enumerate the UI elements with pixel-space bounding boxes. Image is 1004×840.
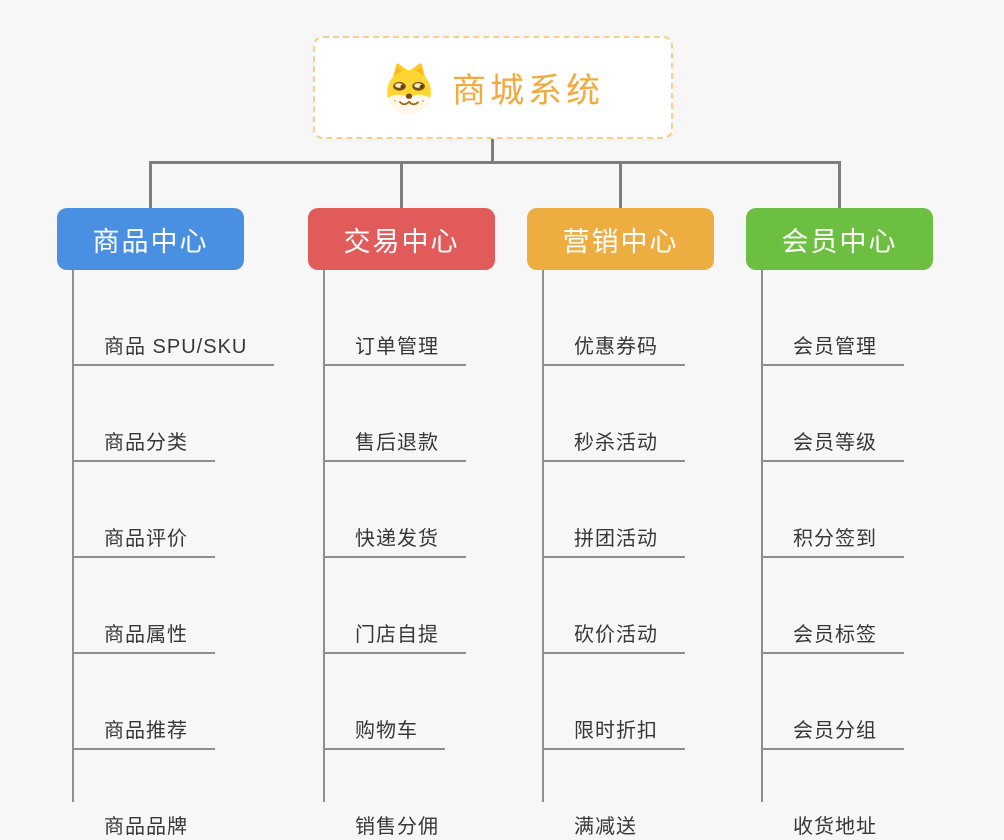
- doge-icon: [387, 62, 431, 114]
- leaf-node[interactable]: 快递发货: [323, 462, 466, 558]
- leaf-node[interactable]: 满减送: [542, 750, 664, 840]
- leaf-node[interactable]: 售后退款: [323, 366, 466, 462]
- leaf-node[interactable]: 商品属性: [72, 558, 215, 654]
- branch-node-product-center[interactable]: 商品中心: [57, 208, 244, 270]
- leaf-node[interactable]: 秒杀活动: [542, 366, 685, 462]
- branch-node-trade-center[interactable]: 交易中心: [308, 208, 495, 270]
- branch-node-member-center[interactable]: 会员中心: [746, 208, 933, 270]
- leaf-column-trade: 订单管理 售后退款 快递发货 门店自提 购物车 销售分佣: [323, 270, 573, 840]
- leaf-node[interactable]: 门店自提: [323, 558, 466, 654]
- connector-drop-marketing: [619, 161, 622, 210]
- leaf-node[interactable]: 商品 SPU/SKU: [72, 270, 275, 366]
- trunk-line: [72, 270, 74, 802]
- leaf-node[interactable]: 购物车: [323, 654, 445, 750]
- root-node[interactable]: 商城系统: [313, 36, 673, 139]
- trunk-line: [542, 270, 544, 802]
- connector-horizontal-bar: [149, 161, 841, 164]
- leaf-node[interactable]: 收货地址: [761, 750, 904, 840]
- trunk-line: [323, 270, 325, 802]
- leaf-node[interactable]: 限时折扣: [542, 654, 685, 750]
- leaf-node[interactable]: 销售分佣: [323, 750, 466, 840]
- leaf-node[interactable]: 商品分类: [72, 366, 215, 462]
- branch-label: 商品中心: [92, 226, 209, 257]
- leaf-node[interactable]: 积分签到: [761, 462, 904, 558]
- connector-drop-member: [838, 161, 841, 210]
- leaf-node[interactable]: 订单管理: [323, 270, 466, 366]
- leaf-node[interactable]: 会员等级: [761, 366, 904, 462]
- leaf-node[interactable]: 砍价活动: [542, 558, 685, 654]
- leaf-node[interactable]: 拼团活动: [542, 462, 685, 558]
- connector-drop-product: [149, 161, 152, 210]
- leaf-node[interactable]: 会员标签: [761, 558, 904, 654]
- leaf-column-product: 商品 SPU/SKU 商品分类 商品评价 商品属性 商品推荐 商品品牌: [72, 270, 322, 840]
- trunk-line: [761, 270, 763, 802]
- leaf-node[interactable]: 优惠券码: [542, 270, 685, 366]
- leaf-node[interactable]: 商品推荐: [72, 654, 215, 750]
- branch-label: 交易中心: [343, 226, 460, 257]
- leaf-node[interactable]: 会员分组: [761, 654, 904, 750]
- leaf-node[interactable]: 商品评价: [72, 462, 215, 558]
- branch-label: 会员中心: [781, 226, 898, 257]
- branch-node-marketing-center[interactable]: 营销中心: [527, 208, 714, 270]
- leaf-column-member: 会员管理 会员等级 积分签到 会员标签 会员分组 收货地址: [761, 270, 1004, 840]
- connector-root-stub: [491, 138, 494, 164]
- leaf-node[interactable]: 会员管理: [761, 270, 904, 366]
- leaf-column-marketing: 优惠券码 秒杀活动 拼团活动 砍价活动 限时折扣 满减送: [542, 270, 792, 840]
- connector-drop-trade: [400, 161, 403, 210]
- root-title: 商城系统: [452, 72, 604, 110]
- branch-label: 营销中心: [562, 226, 679, 257]
- leaf-node[interactable]: 商品品牌: [72, 750, 215, 840]
